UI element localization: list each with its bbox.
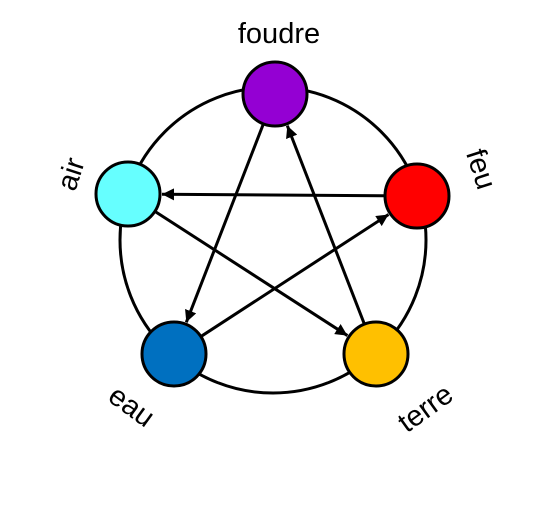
arrow-air-to-terre (154, 210, 349, 337)
label-foudre: foudre (238, 18, 320, 50)
node-foudre (241, 60, 309, 128)
label-air: air (51, 154, 91, 195)
arrow-eau-to-feu (200, 213, 390, 338)
arrow-feu-to-air (161, 188, 386, 201)
node-feu (383, 162, 451, 230)
label-eau: eau (102, 380, 160, 434)
node-group (94, 60, 451, 388)
node-air (94, 160, 162, 228)
label-terre: terre (392, 378, 459, 439)
label-feu: feu (459, 145, 502, 193)
node-eau (140, 320, 208, 388)
arrow-foudre-to-eau (184, 123, 265, 323)
arrow-group (154, 123, 390, 338)
arrow-terre-to-foudre (285, 125, 366, 325)
node-terre (342, 320, 410, 388)
